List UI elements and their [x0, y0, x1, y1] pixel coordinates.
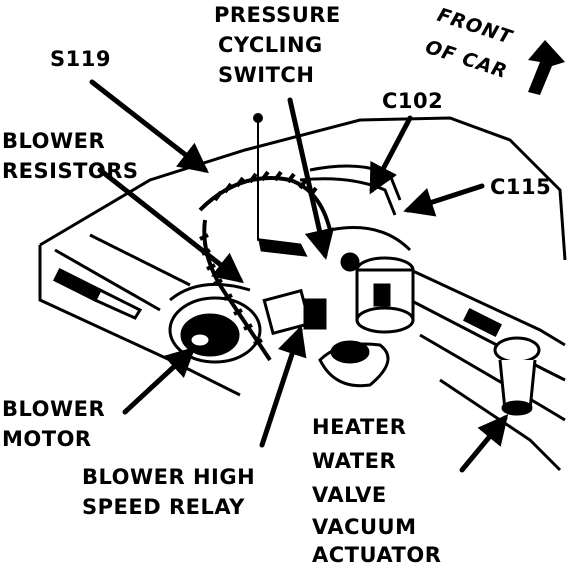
- arrow-relay: [259, 325, 307, 448]
- blower-high-speed-relay-label-1: BLOWER HIGH: [82, 465, 256, 489]
- pressure-cycling-switch-label-1: PRESSURE: [214, 3, 341, 27]
- blower-motor-label-2: MOTOR: [2, 427, 92, 451]
- heater-water-valve: [318, 256, 415, 388]
- arrow-heater-valve: [459, 414, 509, 473]
- heater-valve-label-1: HEATER: [312, 415, 407, 439]
- arrow-blower-resistors: [97, 167, 244, 284]
- arrow-s119: [89, 79, 209, 174]
- arrow-c102: [369, 115, 413, 195]
- blower-motor-label-1: BLOWER: [2, 397, 106, 421]
- heater-valve-label-5: ACTUATOR: [312, 543, 442, 567]
- frame-rail: [399, 263, 566, 472]
- heater-valve-label-2: WATER: [312, 449, 397, 473]
- front-of-car-arrow: [528, 40, 565, 95]
- blower-high-speed-relay-label-2: SPEED RELAY: [82, 495, 245, 519]
- fender-body: [38, 116, 567, 397]
- heater-valve-label-4: VACUUM: [312, 515, 417, 539]
- arrow-blower-motor: [122, 346, 196, 415]
- pressure-cycling-switch-label-3: SWITCH: [218, 63, 315, 87]
- heater-hoses: [258, 164, 412, 272]
- vacuum-fitting: [493, 336, 541, 416]
- arrow-c115: [403, 183, 485, 217]
- heater-valve-label-3: VALVE: [312, 483, 387, 507]
- s119-label: S119: [50, 47, 111, 71]
- blower-resistors-label-2: RESISTORS: [2, 159, 139, 183]
- c102-label: C102: [382, 89, 444, 113]
- arrow-pressure-switch: [287, 97, 335, 260]
- pressure-cycling-switch-label-2: CYCLING: [218, 33, 323, 57]
- c115-label: C115: [490, 175, 552, 199]
- leader-arrows: [89, 79, 509, 473]
- relay-block: [262, 288, 327, 336]
- blower-resistors-label-1: BLOWER: [2, 129, 106, 153]
